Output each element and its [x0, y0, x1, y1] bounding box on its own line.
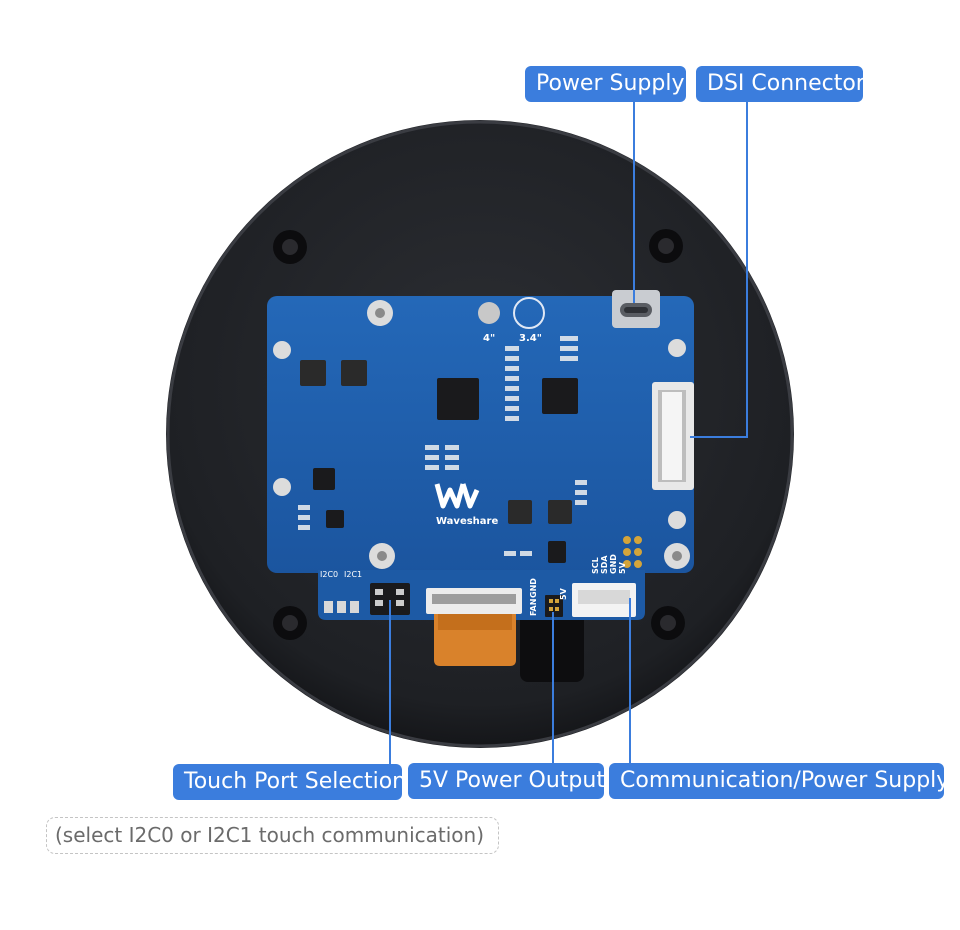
brand-text: Waveshare	[436, 516, 498, 527]
touch-selection-note: (select I2C0 or I2C1 touch communication…	[46, 817, 499, 854]
chips	[300, 360, 578, 563]
gnd-label: GND	[609, 554, 618, 574]
fan-5v-label: 5V	[559, 587, 568, 600]
five-v-power-output-label: 5V Power Output	[408, 763, 605, 799]
empty-footprint	[513, 297, 545, 329]
comm-header-inner	[578, 590, 630, 604]
touch-port-switch	[370, 583, 410, 615]
capacitor	[478, 302, 500, 324]
flex-cable-stiffener	[438, 614, 512, 630]
board-standoffs	[273, 300, 690, 569]
leader-lines	[389, 102, 748, 764]
i2c0-label: I2C0	[320, 570, 338, 579]
waveshare-logo: Waveshare	[434, 483, 498, 527]
fan-header	[545, 595, 563, 617]
five-v-label: 5V	[618, 561, 627, 574]
power-supply-label: Power Supply	[525, 66, 686, 102]
fpc-slot	[432, 594, 516, 604]
dsi-connector-label: DSI Connector	[696, 66, 865, 102]
fan-label: FAN	[529, 599, 538, 616]
dsi-connector	[652, 382, 694, 490]
housing-screws	[273, 229, 685, 640]
jumper-pads	[324, 601, 359, 613]
scl-label: SCL	[591, 557, 600, 574]
communication-power-supply-label: Communication/Power Supply	[609, 763, 949, 799]
pcb-board	[267, 296, 694, 573]
i2c1-label: I2C1	[344, 570, 362, 579]
housing-rim	[166, 120, 794, 748]
smd-components	[298, 336, 587, 556]
size-34-label: 3.4"	[519, 333, 542, 344]
usb-c-port	[612, 290, 660, 328]
dsi-connector-leader	[690, 102, 748, 438]
size-4-label: 4"	[483, 333, 495, 344]
touch-port-selection-label: Touch Port Selection	[173, 764, 406, 800]
fan-gnd-label: GND	[529, 578, 538, 598]
sda-label: SDA	[600, 555, 609, 574]
comm-pins	[623, 536, 642, 568]
